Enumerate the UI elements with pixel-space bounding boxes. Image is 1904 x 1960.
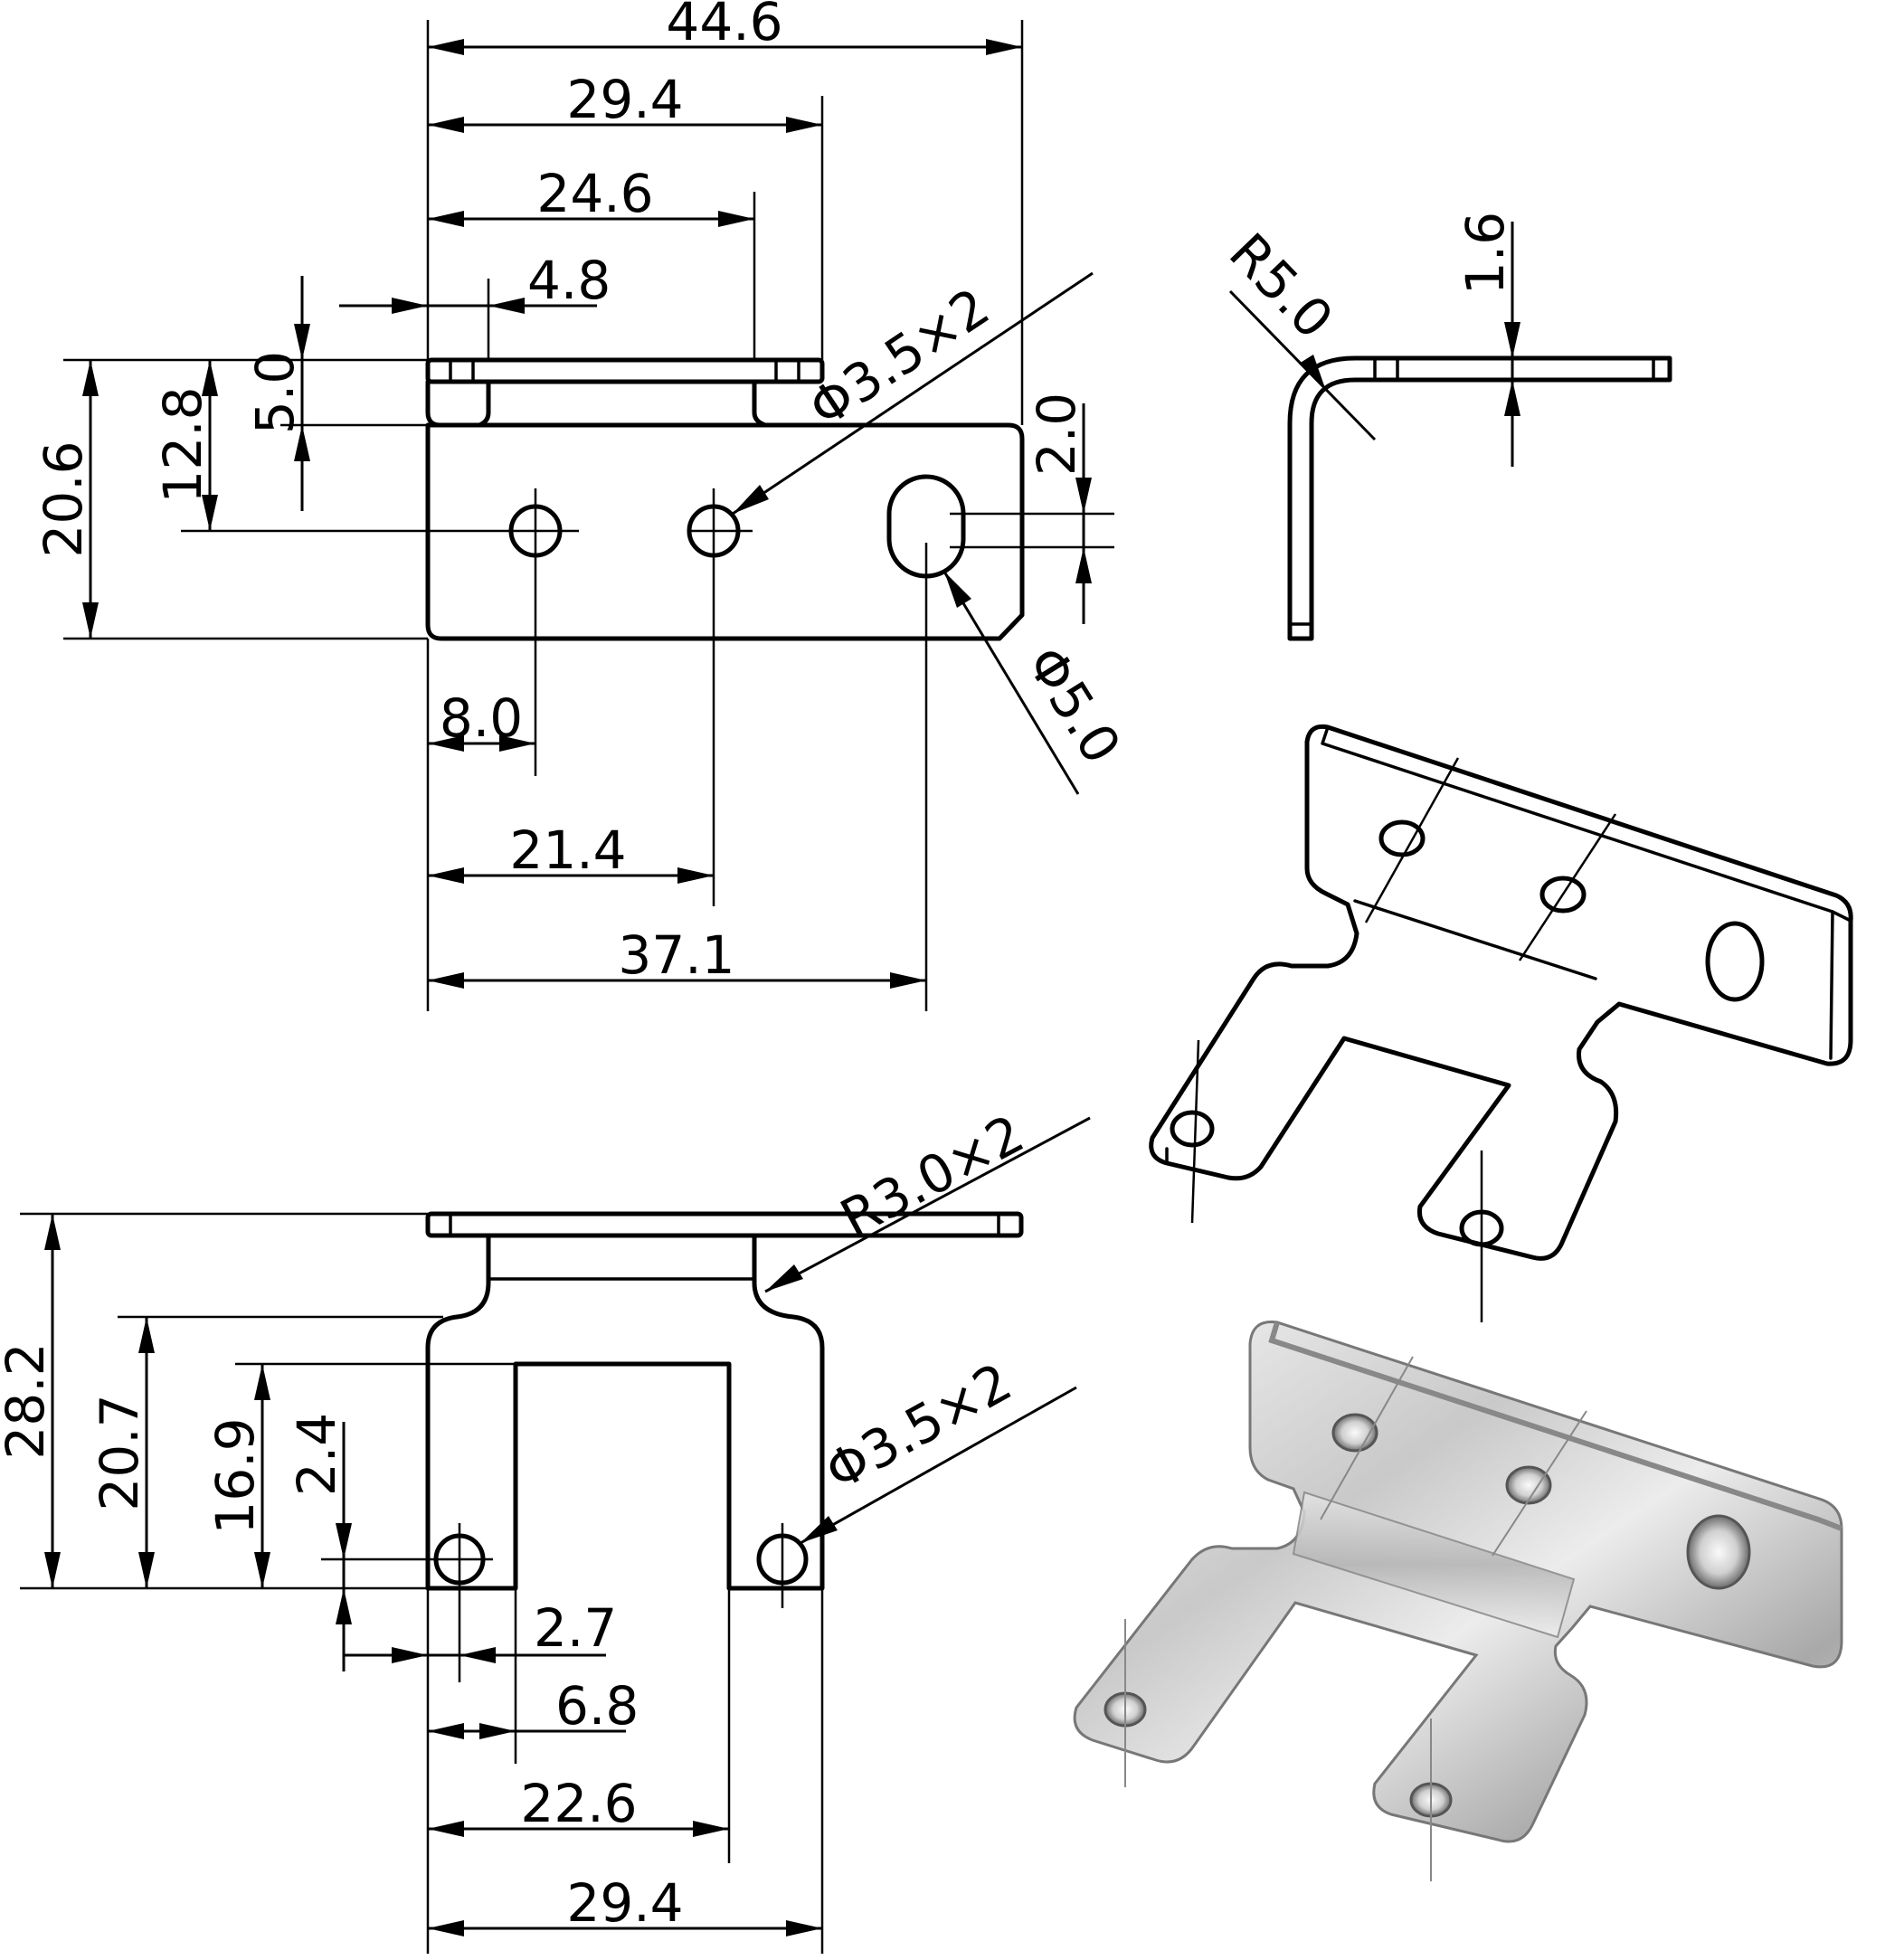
dim-29-4-top: 29.4 (566, 69, 683, 130)
dim-21-4: 21.4 (509, 819, 626, 881)
isometric-line-view (1149, 724, 1853, 1322)
shaded-render (1073, 1321, 1843, 1881)
dim-1-6: 1.6 (1454, 212, 1516, 295)
callout-fillet: R3.0×2 (830, 1103, 1033, 1249)
callout-holes-top: Φ3.5×2 (798, 276, 1000, 440)
dim-2-7: 2.7 (534, 1597, 617, 1659)
side-profile (1287, 355, 1672, 641)
callout-slot: Φ5.0 (1015, 636, 1133, 774)
dim-12-8: 12.8 (152, 386, 213, 503)
dim-4-8: 4.8 (527, 250, 611, 311)
dim-2-4: 2.4 (286, 1413, 347, 1496)
dim-8-0: 8.0 (440, 687, 523, 749)
dim-44-6: 44.6 (666, 0, 782, 52)
dim-20-6: 20.6 (33, 440, 94, 557)
side-view: R5.0 1.6 (1217, 212, 1672, 641)
dim-6-8: 6.8 (555, 1675, 639, 1737)
dim-24-6: 24.6 (536, 163, 653, 224)
dim-5-0: 5.0 (244, 351, 306, 434)
dim-28-2: 28.2 (0, 1342, 56, 1459)
dim-29-4-bottom: 29.4 (566, 1872, 683, 1934)
top-view: 44.6 29.4 24.6 4.8 20.6 12.8 5.0 (33, 0, 1132, 1011)
top-view-outline (425, 357, 1025, 641)
bottom-view-outline (425, 1211, 1024, 1591)
bottom-view: 28.2 20.7 16.9 2.4 2.7 6.8 22.6 (0, 1103, 1091, 1954)
dim-r5-0: R5.0 (1217, 222, 1345, 351)
dim-2-0: 2.0 (1026, 393, 1087, 476)
dim-20-7: 20.7 (89, 1394, 150, 1510)
dim-22-6: 22.6 (520, 1773, 637, 1834)
dim-37-1: 37.1 (618, 924, 734, 986)
callout-holes-bottom: Φ3.5×2 (815, 1351, 1021, 1503)
dim-16-9: 16.9 (204, 1417, 266, 1534)
